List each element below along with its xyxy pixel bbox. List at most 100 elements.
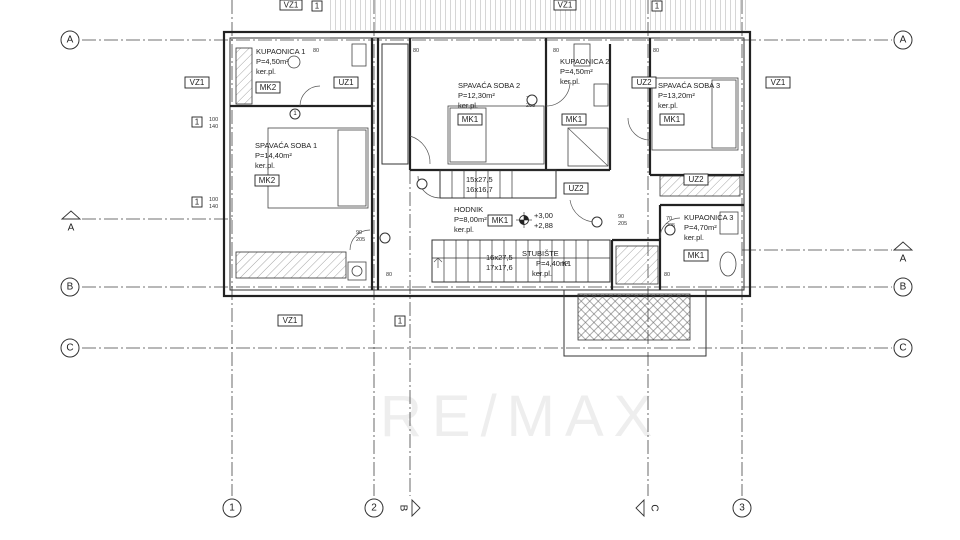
room-area-spavaca1: P=14,40m²: [255, 151, 292, 160]
room-area-stubiste: P=4,40m²: [536, 259, 569, 268]
room-name-kupaonica3: KUPAONICA 3: [684, 213, 733, 222]
svg-text:A: A: [67, 35, 74, 46]
room-name-spavaca2: SPAVAĆA SOBA 2: [458, 81, 520, 90]
room-tag-kupaonica2: MK1: [561, 113, 587, 126]
svg-text:C: C: [899, 343, 906, 354]
axis-label-A-left: A: [60, 30, 80, 50]
svg-text:VZ1: VZ1: [190, 78, 205, 87]
small-tag-1b: 1: [651, 0, 663, 12]
room-floor-hodnik: ker.pl.: [454, 225, 474, 234]
svg-text:UZ2: UZ2: [688, 175, 704, 184]
room-floor-stubiste: ker.pl.: [532, 269, 552, 278]
svg-text:1: 1: [195, 198, 200, 207]
svg-text:205: 205: [356, 237, 365, 243]
stair-lower-step: 16x27,5: [486, 253, 513, 262]
svg-text:2: 2: [371, 503, 377, 514]
level-bottom: +2,88: [534, 221, 553, 230]
axis-label-1: 1: [222, 498, 242, 518]
svg-text:B: B: [900, 282, 907, 293]
bed-3: [651, 77, 739, 151]
svg-text:B: B: [398, 505, 409, 512]
room-floor-spavaca1: ker.pl.: [255, 161, 275, 170]
svg-text:UZ2: UZ2: [636, 78, 652, 87]
svg-text:A: A: [68, 223, 75, 234]
svg-text:UZ2: UZ2: [568, 184, 584, 193]
entrance-tiles: [577, 293, 691, 341]
svg-text:MK2: MK2: [259, 176, 276, 185]
room-name-kupaonica1: KUPAONICA 1: [256, 47, 305, 56]
svg-text:100: 100: [209, 117, 218, 123]
stair-upper-step: 15x27,5: [466, 175, 493, 184]
svg-text:205: 205: [526, 103, 535, 109]
wardrobe-hall: [381, 43, 409, 165]
room-area-spavaca2: P=12,30m²: [458, 91, 495, 100]
entrance-frame: [563, 289, 707, 357]
door-markers: 1: [289, 94, 676, 244]
svg-text:140: 140: [209, 204, 218, 210]
watermark: RE/MAX: [380, 384, 662, 449]
svg-text:UZ1: UZ1: [338, 78, 354, 87]
svg-text:140: 140: [209, 124, 218, 130]
svg-text:MK1: MK1: [462, 115, 479, 124]
stair-lower-rise: 17x17,6: [486, 263, 513, 272]
small-tag-1a: 1: [311, 0, 323, 12]
room-tag-hodnik: MK1: [487, 214, 513, 227]
svg-text:100: 100: [209, 197, 218, 203]
opening-tag-vz1-left: VZ1: [184, 76, 210, 89]
svg-text:MK1: MK1: [566, 115, 583, 124]
svg-text:80: 80: [413, 48, 419, 54]
svg-text:A: A: [900, 254, 907, 265]
room-tag-spavaca2: MK1: [457, 113, 483, 126]
shower-1: [235, 47, 253, 105]
room-floor-kupaonica3: ker.pl.: [684, 233, 704, 242]
section-mark-C: C: [635, 498, 660, 518]
svg-text:MK2: MK2: [260, 83, 277, 92]
axis-label-3: 3: [732, 498, 752, 518]
svg-text:80: 80: [553, 48, 559, 54]
axis-label-C-left: C: [60, 338, 80, 358]
roof-overhang: [330, 0, 750, 30]
stair-upper-rise: 16x16,7: [466, 185, 493, 194]
doors: [299, 81, 681, 251]
room-tag-kupaonica1: MK2: [255, 81, 281, 94]
axis-label-B-left: B: [60, 277, 80, 297]
room-tag-stubiste: K1: [562, 259, 571, 268]
small-tag-1c: 1: [191, 116, 203, 128]
svg-text:3: 3: [739, 503, 745, 514]
toilet-2: [573, 43, 591, 67]
room-tag-spavaca3: MK1: [659, 113, 685, 126]
svg-text:90: 90: [618, 214, 624, 220]
sink-1: [287, 55, 301, 69]
opening-tag-vz1-top-left: VZ1: [279, 0, 303, 11]
svg-text:70: 70: [666, 216, 672, 222]
svg-text:MK1: MK1: [492, 216, 509, 225]
small-tag-1d: 1: [191, 196, 203, 208]
svg-text:C: C: [66, 343, 73, 354]
svg-text:1: 1: [293, 111, 297, 117]
svg-text:1: 1: [315, 2, 320, 11]
axis-label-C-right: C: [893, 338, 913, 358]
opening-tag-vz1-right: VZ1: [765, 76, 791, 89]
section-mark-B: B: [398, 498, 421, 518]
room-name-hodnik: HODNIK: [454, 205, 483, 214]
stair-lower: 16x27,5 17x17,6 STUBIŠTE P=4,40m² ker.pl…: [431, 239, 611, 283]
toilet-1: [351, 43, 367, 67]
svg-text:C: C: [649, 504, 660, 511]
svg-text:VZ1: VZ1: [283, 316, 298, 325]
svg-text:205: 205: [618, 221, 627, 227]
room-area-kupaonica3: P=4,70m²: [684, 223, 717, 232]
wardrobe-1: [235, 251, 347, 279]
shower-3: [615, 245, 659, 285]
bed-1: [267, 127, 369, 209]
room-area-hodnik: P=8,00m²: [454, 215, 487, 224]
room-name-stubiste: STUBIŠTE: [522, 249, 559, 258]
opening-tag-vz1-top-right: VZ1: [553, 0, 577, 11]
sink-3: [719, 251, 737, 277]
opening-tag-uz2-hall: UZ2: [563, 182, 589, 195]
svg-text:90: 90: [356, 230, 362, 236]
level-top: +3,00: [534, 211, 553, 220]
opening-tag-vz1-bottom: VZ1: [277, 314, 303, 327]
svg-text:1: 1: [229, 503, 235, 514]
svg-text:B: B: [67, 282, 74, 293]
